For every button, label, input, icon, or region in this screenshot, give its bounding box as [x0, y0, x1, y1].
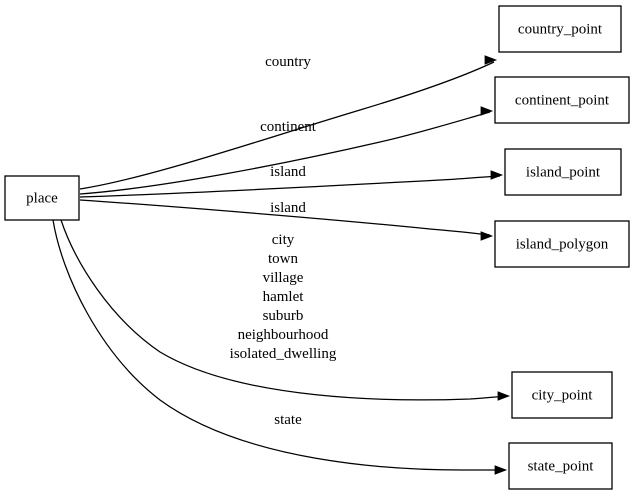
edges-layer — [52, 55, 511, 475]
edge-place-to-city_point[interactable] — [60, 219, 511, 401]
arrow-head-place-to-continent_point — [480, 106, 494, 116]
node-city_point[interactable]: city_point — [511, 371, 613, 419]
edge-place-to-country_point[interactable] — [79, 55, 498, 190]
edge-label-line: suburb — [263, 308, 304, 324]
arrow-head-place-to-island_point — [490, 170, 504, 180]
edge-label-place-to-continent_point: continent — [260, 119, 317, 135]
edge-label-line: town — [268, 251, 299, 267]
edge-label-place-to-island_polygon: island — [270, 200, 306, 216]
edge-label-line: island — [270, 200, 306, 216]
node-country_point[interactable]: country_point — [498, 5, 622, 53]
node-box-island_polygon[interactable] — [494, 220, 630, 268]
edge-label-place-to-state_point: state — [274, 412, 302, 428]
arrow-head-place-to-city_point — [497, 391, 511, 401]
node-state_point[interactable]: state_point — [508, 442, 613, 490]
node-label-country_point: country_point — [518, 21, 603, 37]
edge-line-place-to-island_point[interactable] — [79, 175, 501, 198]
node-place[interactable]: place — [4, 175, 80, 221]
node-label-state_point: state_point — [528, 458, 595, 474]
node-box-island_point[interactable] — [504, 148, 622, 196]
node-box-country_point[interactable] — [498, 5, 622, 53]
arrow-head-place-to-island_polygon — [480, 231, 494, 241]
edge-labels-layer: country continent island island city town vill… — [230, 54, 337, 428]
edge-place-to-continent_point[interactable] — [79, 106, 494, 195]
node-box-state_point[interactable] — [508, 442, 613, 490]
edge-line-place-to-country_point[interactable] — [79, 61, 495, 190]
edge-line-place-to-island_polygon[interactable] — [79, 199, 491, 236]
edge-label-line: state — [274, 412, 302, 428]
node-label-place: place — [26, 190, 58, 206]
node-label-continent_point: continent_point — [515, 92, 610, 108]
edge-label-line: village — [263, 270, 304, 286]
node-continent_point[interactable]: continent_point — [494, 76, 630, 124]
edge-place-to-island_polygon[interactable] — [79, 199, 494, 241]
node-label-island_point: island_point — [526, 164, 601, 180]
edge-label-line: city — [272, 232, 295, 248]
node-box-city_point[interactable] — [511, 371, 613, 419]
node-box-place[interactable] — [4, 175, 80, 221]
edge-label-line: continent — [260, 119, 317, 135]
node-island_point[interactable]: island_point — [504, 148, 622, 196]
node-box-continent_point[interactable] — [494, 76, 630, 124]
arrow-head-place-to-state_point — [494, 465, 508, 475]
edge-place-to-island_point[interactable] — [79, 170, 504, 198]
edge-label-place-to-island_point: island — [270, 164, 306, 180]
arrow-head-place-to-country_point — [484, 55, 498, 65]
nodes-layer: place country_point continent_point island_… — [4, 5, 630, 490]
edge-line-place-to-continent_point[interactable] — [79, 111, 491, 195]
edge-label-line: isolated_dwelling — [230, 346, 337, 362]
edge-label-line: island — [270, 164, 306, 180]
edge-label-line: neighbourhood — [238, 327, 329, 343]
edge-line-place-to-city_point[interactable] — [60, 219, 508, 401]
edge-line-place-to-state_point[interactable] — [52, 219, 504, 471]
edge-place-to-state_point[interactable] — [52, 219, 508, 475]
edge-label-place-to-country_point: country — [265, 54, 311, 70]
edge-label-line: country — [265, 54, 311, 70]
node-island_polygon[interactable]: island_polygon — [494, 220, 630, 268]
edge-label-place-to-city_point: city town village hamlet suburb neighbourhood… — [230, 232, 337, 362]
node-label-city_point: city_point — [532, 387, 594, 403]
edge-label-line: hamlet — [263, 289, 305, 305]
node-label-island_polygon: island_polygon — [516, 236, 609, 252]
